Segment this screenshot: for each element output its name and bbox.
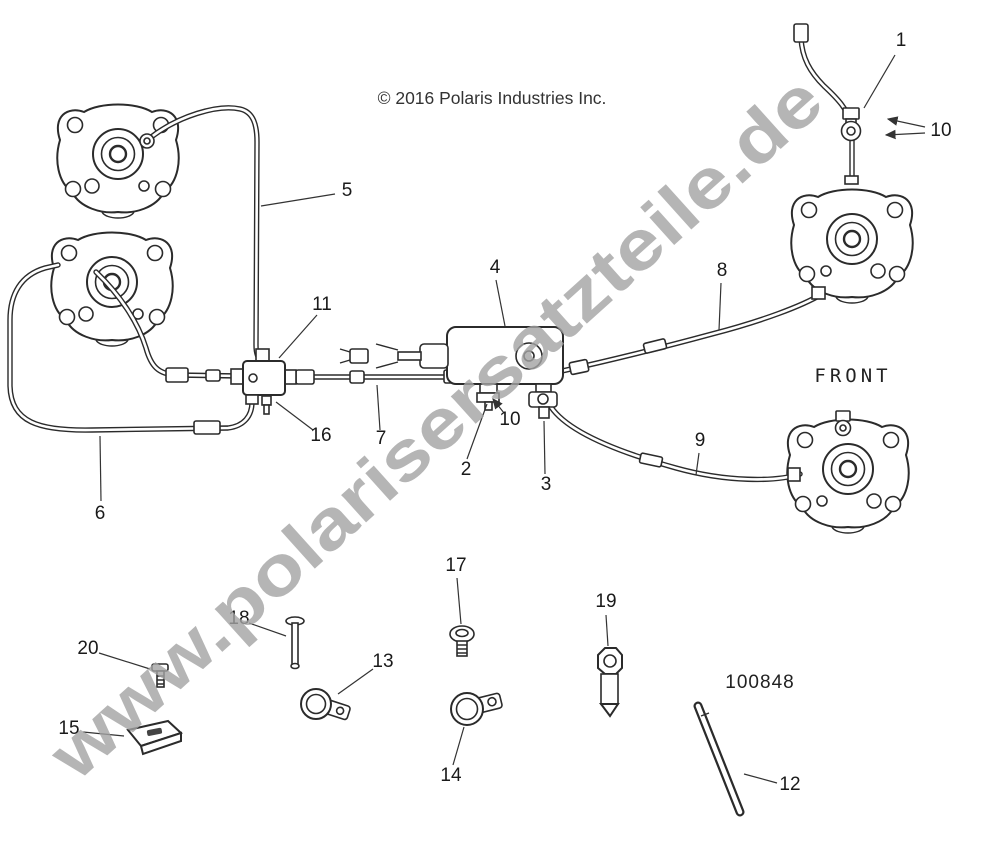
clamp-13	[300, 688, 351, 721]
callout-18: 18	[228, 608, 249, 629]
callout-16: 16	[310, 425, 331, 446]
brake-caliper-bottom-right	[786, 418, 910, 535]
brake-line-6	[7, 262, 255, 435]
callout-6: 6	[95, 503, 106, 524]
callout-1: 1	[896, 30, 907, 51]
rod-12	[693, 701, 745, 817]
callout-19: 19	[595, 591, 616, 612]
callout-9: 9	[695, 430, 706, 451]
brake-hose-top-right	[793, 23, 862, 185]
callout-17: 17	[445, 555, 466, 576]
banjo-fitting-top-right	[840, 107, 862, 142]
leader-lines	[82, 54, 926, 784]
clip-15	[126, 719, 183, 756]
callout-10-mid: 10	[499, 409, 520, 430]
key-19	[597, 647, 623, 718]
callout-2: 2	[461, 459, 472, 480]
callout-labels: 1 10 5 11 4 8 16 7 10 2 3 9 6 17 18 19 2…	[58, 30, 951, 795]
clevis-fork	[375, 343, 399, 369]
callout-5: 5	[342, 180, 353, 201]
outlet-fitting-2	[476, 383, 500, 411]
clamp-14	[450, 692, 503, 726]
outlet-fitting-3	[528, 383, 558, 419]
callout-15: 15	[58, 718, 79, 739]
copyright-text: © 2016 Polaris Industries Inc.	[378, 88, 607, 108]
callout-14: 14	[440, 765, 462, 786]
brake-caliper-top-right	[790, 188, 914, 305]
brake-line-9	[548, 404, 803, 483]
master-cylinder	[339, 326, 564, 419]
banjo-fitting-bottom-right	[787, 286, 852, 482]
junction-block	[230, 348, 297, 415]
callout-7: 7	[376, 428, 387, 449]
front-label: FRONT	[814, 365, 891, 387]
callout-20: 20	[77, 638, 98, 659]
pin-18	[285, 616, 305, 670]
callout-8: 8	[717, 260, 728, 281]
bolt-20	[151, 663, 169, 688]
bolt-17	[449, 625, 475, 657]
switch-connector	[339, 348, 369, 364]
brake-line-left-to-junction	[93, 269, 243, 383]
part-number: 100848	[725, 672, 794, 693]
callout-11: 11	[312, 294, 332, 315]
brake-line-8	[559, 291, 825, 376]
callout-12: 12	[779, 774, 800, 795]
brake-caliper-top-left	[56, 103, 180, 220]
callout-10-top: 10	[930, 120, 951, 141]
banjo-fitting-top-left	[139, 133, 155, 149]
callout-13: 13	[372, 651, 393, 672]
callout-3: 3	[541, 474, 552, 495]
callout-4: 4	[490, 257, 501, 278]
bleeder-screw	[261, 395, 272, 415]
